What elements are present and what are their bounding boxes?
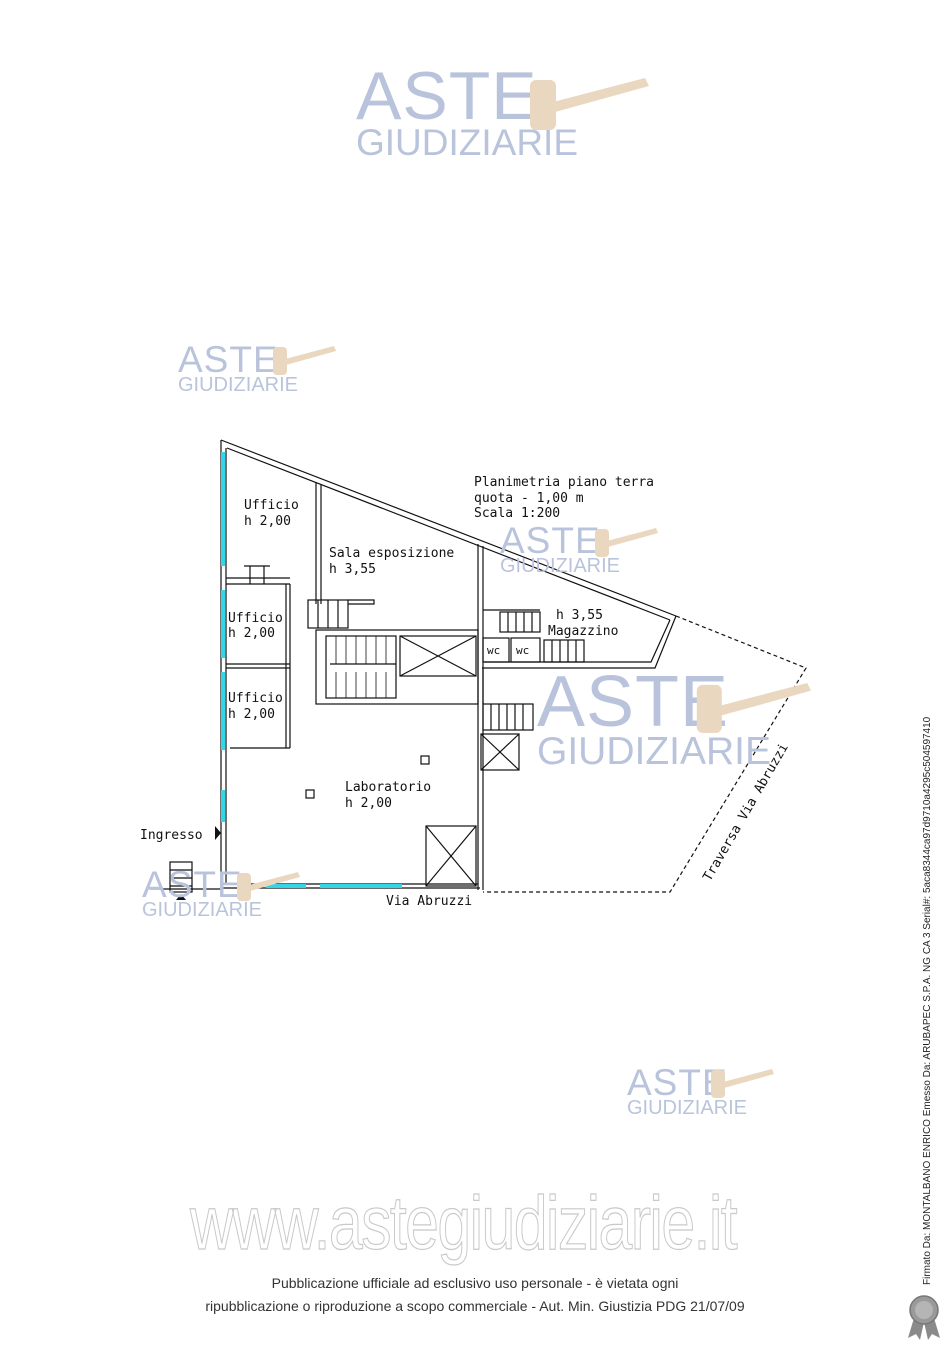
footer-line-2: ripubblicazione o riproduzione a scopo c… <box>205 1298 745 1314</box>
watermark-giudiziarie: GIUDIZIARIE <box>178 374 299 396</box>
watermark-logo-bottom-right: ASTE GIUDIZIARIE <box>627 1064 747 1118</box>
room-laboratorio-height: h 2,00 <box>345 796 392 811</box>
watermark-aste: ASTE <box>178 339 279 380</box>
room-sala-height: h 3,55 <box>329 562 376 577</box>
gavel-icon <box>696 683 812 733</box>
watermark-logo-top: ASTE GIUDIZIARIE <box>356 62 578 161</box>
ingresso-arrow-icon <box>215 826 221 840</box>
gavel-icon <box>711 1069 774 1098</box>
street-via-abruzzi: Via Abruzzi <box>386 894 472 909</box>
room-ufficio-1-height: h 2,00 <box>244 514 291 529</box>
watermark-aste: ASTE <box>356 58 538 134</box>
room-ufficio-2-name: Ufficio <box>228 611 283 626</box>
ingresso-label: Ingresso <box>140 828 203 843</box>
watermark-logo-bottom-left: ASTE GIUDIZIARIE <box>142 866 262 920</box>
room-magazzino-name: Magazzino <box>548 624 618 639</box>
room-sala-name: Sala esposizione <box>329 546 454 561</box>
watermark-giudiziarie: GIUDIZIARIE <box>537 730 772 773</box>
gavel-icon <box>237 872 300 901</box>
plan-title-line2: quota - 1,00 m <box>474 491 584 506</box>
stair-arrow-icon <box>176 894 186 900</box>
room-laboratorio-name: Laboratorio <box>345 780 431 795</box>
gavel-icon <box>595 528 658 557</box>
room-ufficio-3-height: h 2,00 <box>228 707 275 722</box>
room-wc-2: wc <box>516 644 529 657</box>
watermark-giudiziarie: GIUDIZIARIE <box>356 122 579 163</box>
plan-title-line3: Scala 1:200 <box>474 506 560 521</box>
watermark-aste: ASTE <box>142 864 243 905</box>
room-wc-1: wc <box>487 644 500 657</box>
lot-boundary <box>483 615 807 893</box>
room-ufficio-1-name: Ufficio <box>244 498 299 513</box>
watermark-giudiziarie: GIUDIZIARIE <box>142 899 263 921</box>
watermark-giudiziarie: GIUDIZIARIE <box>500 555 621 577</box>
plan-title-line1: Planimetria piano terra <box>474 475 654 490</box>
watermark-giudiziarie: GIUDIZIARIE <box>627 1097 748 1119</box>
window-openings <box>221 452 402 888</box>
watermark-logo-mid: ASTE GIUDIZIARIE <box>500 522 620 576</box>
room-ufficio-2-height: h 2,00 <box>228 626 275 641</box>
watermark-aste: ASTE <box>500 520 601 561</box>
watermark-aste: ASTE <box>627 1062 728 1103</box>
room-ufficio-3-name: Ufficio <box>228 691 283 706</box>
watermark-logo-left: ASTE GIUDIZIARIE <box>178 341 298 395</box>
outer-wall-top-diag <box>220 439 677 617</box>
watermark-logo-right: ASTE GIUDIZIARIE <box>537 666 771 771</box>
watermark-aste: ASTE <box>537 662 730 742</box>
gavel-icon <box>273 346 336 375</box>
room-magazzino-height: h 3,55 <box>556 608 603 623</box>
gavel-icon <box>530 78 649 130</box>
seal-icon <box>908 1295 940 1340</box>
footer-line-1: Pubblicazione ufficiale ad esclusivo uso… <box>271 1275 679 1291</box>
